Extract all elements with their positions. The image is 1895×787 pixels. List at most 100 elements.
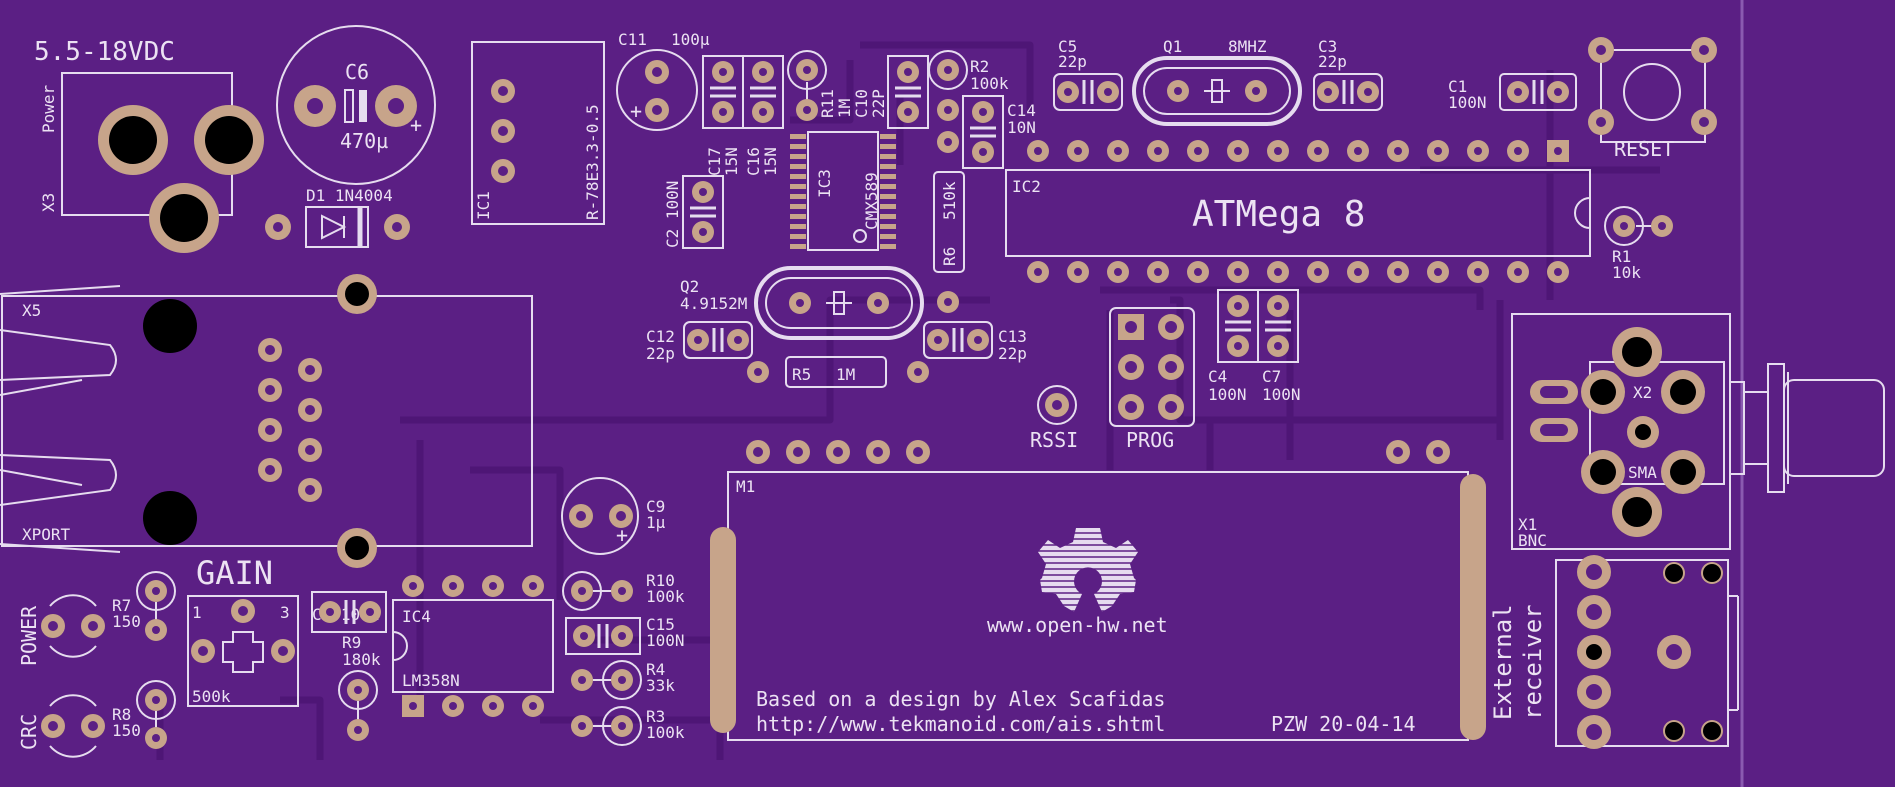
- c3-value: 22p: [1318, 52, 1347, 71]
- r1-ref: R1: [1612, 247, 1631, 266]
- power-jack-ref: X3: [39, 193, 58, 212]
- c7-value: 100N: [1262, 385, 1301, 404]
- r5-body: [785, 356, 887, 388]
- r1-value: 10k: [1612, 263, 1641, 282]
- r2-ref: R2: [970, 57, 989, 76]
- r10-value: 100k: [646, 587, 685, 606]
- bnc-barrel: [1729, 363, 1885, 493]
- ic2-top-pins: [1027, 140, 1569, 162]
- ic4-ref: IC4: [402, 607, 431, 626]
- c10-outline: [887, 55, 929, 129]
- c16-outline: [742, 55, 784, 129]
- ic1-ref: IC1: [474, 191, 493, 220]
- c1-outline: [1499, 73, 1577, 111]
- xport-outline: [1, 295, 533, 547]
- q1-outline: [1132, 56, 1302, 126]
- c5-outline: [1053, 73, 1123, 111]
- c10-value: 22P: [869, 89, 888, 118]
- external-receiver-label-2: receiver: [1519, 604, 1547, 720]
- c9-ref: C9: [646, 497, 665, 516]
- xport-ref: X5: [22, 301, 41, 320]
- r5-value: 1M: [836, 365, 855, 384]
- r4-value: 33k: [646, 676, 675, 695]
- prog-header-outline: [1109, 307, 1195, 427]
- gain-pin3-label: 3: [280, 603, 290, 622]
- r3-value: 100k: [646, 723, 685, 742]
- r9-ref: R9: [342, 633, 361, 652]
- d1-body: [305, 206, 369, 248]
- q1-ref: Q1: [1163, 37, 1182, 56]
- x1-type: BNC: [1518, 531, 1547, 550]
- ic2-ref: IC2: [1012, 177, 1041, 196]
- c15-value: 100N: [646, 631, 685, 650]
- ic2-part: ATMega 8: [1192, 194, 1365, 235]
- c9-outline: [561, 477, 639, 555]
- r3-ref: R3: [646, 707, 665, 726]
- x1-ref: X1: [1518, 515, 1537, 534]
- r10-ref: R10: [646, 571, 675, 590]
- power-voltage-label: 5.5-18VDC: [34, 37, 175, 67]
- ic2-outline: [1005, 169, 1591, 257]
- xport-mount-hole-2: [143, 491, 197, 545]
- m1-ref: M1: [736, 477, 755, 496]
- ic3-pads: [790, 134, 896, 249]
- c5-value: 22p: [1058, 52, 1087, 71]
- c12-value: 22p: [646, 344, 675, 363]
- ic3-part: CMX589: [862, 172, 881, 230]
- c5-ref: C5: [1058, 37, 1077, 56]
- m1-pad-left: [710, 527, 736, 733]
- ic4-pins: [402, 575, 544, 717]
- c14-outline: [962, 95, 1004, 169]
- c11-outline: [616, 49, 698, 131]
- r6-value: 510k: [940, 181, 959, 220]
- c9-value: 1µ: [646, 513, 666, 532]
- ic4-outline: [392, 599, 554, 693]
- revision-label: PZW 20-04-14: [1271, 712, 1416, 736]
- r11-value: 1M: [835, 99, 854, 118]
- r5-ref: R5: [792, 365, 811, 384]
- c14-ref: C14: [1007, 101, 1036, 120]
- gain-label: GAIN: [196, 554, 273, 592]
- r6-body: [933, 171, 965, 273]
- c13-ref: C13: [998, 327, 1027, 346]
- rssi-pad: [1037, 385, 1077, 425]
- gain-pot-outline: [187, 595, 299, 707]
- xport-part: XPORT: [22, 525, 71, 544]
- rssi-label: RSSI: [1030, 428, 1078, 452]
- c11-value: 100µ: [671, 30, 710, 49]
- svg-text:+: +: [630, 99, 642, 123]
- ic1-part: R-78E3.3-0.5: [583, 104, 602, 220]
- reset-button-outline: [1600, 49, 1706, 143]
- c6-ref: C6: [345, 60, 369, 84]
- c17-value: 15N: [722, 147, 741, 176]
- q2-outline: [754, 266, 924, 340]
- c6-outline: [276, 25, 436, 185]
- c16-value: 15N: [761, 147, 780, 176]
- power-led-label: POWER: [17, 605, 41, 666]
- c7-ref: C7: [1262, 367, 1281, 386]
- r7-value: 150: [112, 612, 141, 631]
- ic1-outline: [471, 41, 605, 225]
- c4-ref: C4: [1208, 367, 1227, 386]
- power-label: Power: [39, 84, 58, 133]
- m1-top-pins: [746, 440, 1450, 464]
- x2-ref: X2: [1633, 383, 1652, 402]
- ic4-part: LM358N: [402, 671, 460, 690]
- x4-outline: [1555, 559, 1729, 747]
- c12-outline: [683, 321, 753, 359]
- c14-value: 10N: [1007, 118, 1036, 137]
- reset-button-cap: [1623, 63, 1681, 121]
- c13-outline: [923, 321, 993, 359]
- m1-pad-right: [1460, 474, 1486, 740]
- prog-label: PROG: [1126, 428, 1174, 452]
- open-hw-url: www.open-hw.net: [987, 613, 1168, 637]
- crc-led-label: CRC: [17, 714, 41, 750]
- r2-value: 100k: [970, 74, 1009, 93]
- c11-ref: C11: [618, 30, 647, 49]
- q1-freq: 8MHZ: [1228, 37, 1267, 56]
- r7-ref: R7: [112, 596, 131, 615]
- c8-outline: [311, 591, 387, 633]
- x2-type: SMA: [1628, 463, 1657, 482]
- r4-ref: R4: [646, 660, 665, 679]
- c17-ref: C17: [705, 147, 724, 176]
